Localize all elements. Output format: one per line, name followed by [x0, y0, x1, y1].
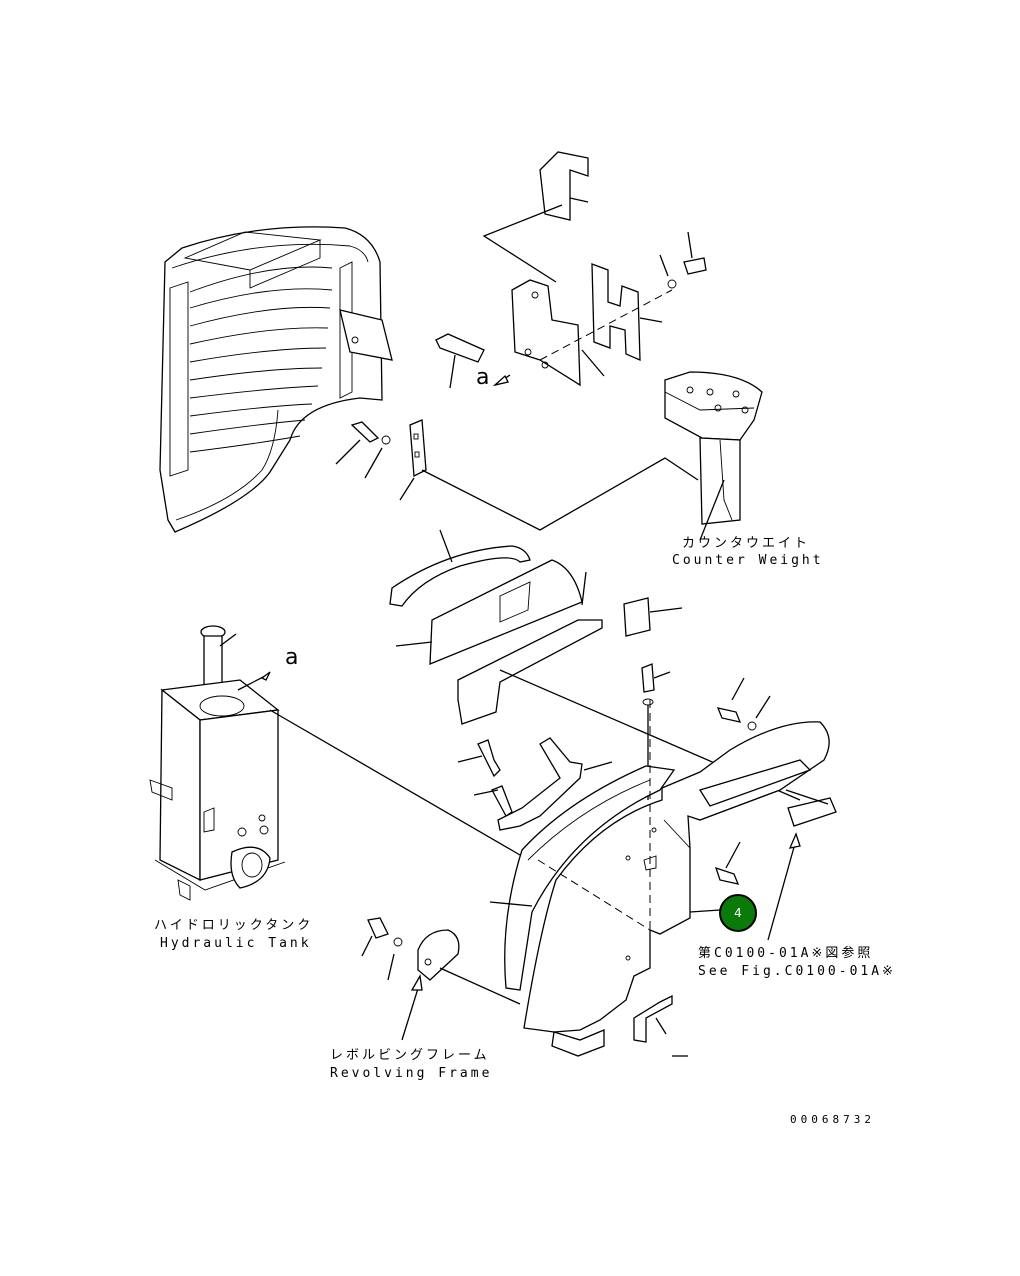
counter-weight-en-label: Counter Weight [672, 553, 824, 568]
hood-grille [159, 226, 393, 533]
view-a-label-lower: a [285, 645, 299, 670]
drawing-number: 00068732 [790, 1113, 875, 1126]
revolving-frame-jp-label: レボルビングフレーム [330, 1048, 490, 1063]
callout-number-badge[interactable]: 4 [719, 894, 757, 932]
see-figure-en-label: See Fig.C0100-01A※ [698, 964, 896, 979]
counterweight [664, 371, 763, 541]
hydraulic-tank [149, 625, 521, 901]
view-a-label-upper: a [476, 365, 490, 390]
counter-weight-jp-label: カウンタウエイト [682, 536, 811, 551]
hood-hinge-parts [335, 419, 699, 531]
revolving-frame-en-label: Revolving Frame [330, 1066, 493, 1081]
upper-bracket-assembly [435, 151, 707, 389]
see-figure-jp-label: 第C0100-01A※図参照 [698, 946, 874, 961]
hydraulic-tank-en-label: Hydraulic Tank [160, 936, 312, 951]
hydraulic-tank-jp-label: ハイドロリックタンク [154, 918, 314, 933]
frame-bracket [361, 917, 521, 1041]
lower-side-cover [457, 700, 837, 1057]
center-bolts [641, 663, 771, 800]
middle-covers [389, 529, 801, 801]
callout-number: 4 [734, 906, 742, 920]
